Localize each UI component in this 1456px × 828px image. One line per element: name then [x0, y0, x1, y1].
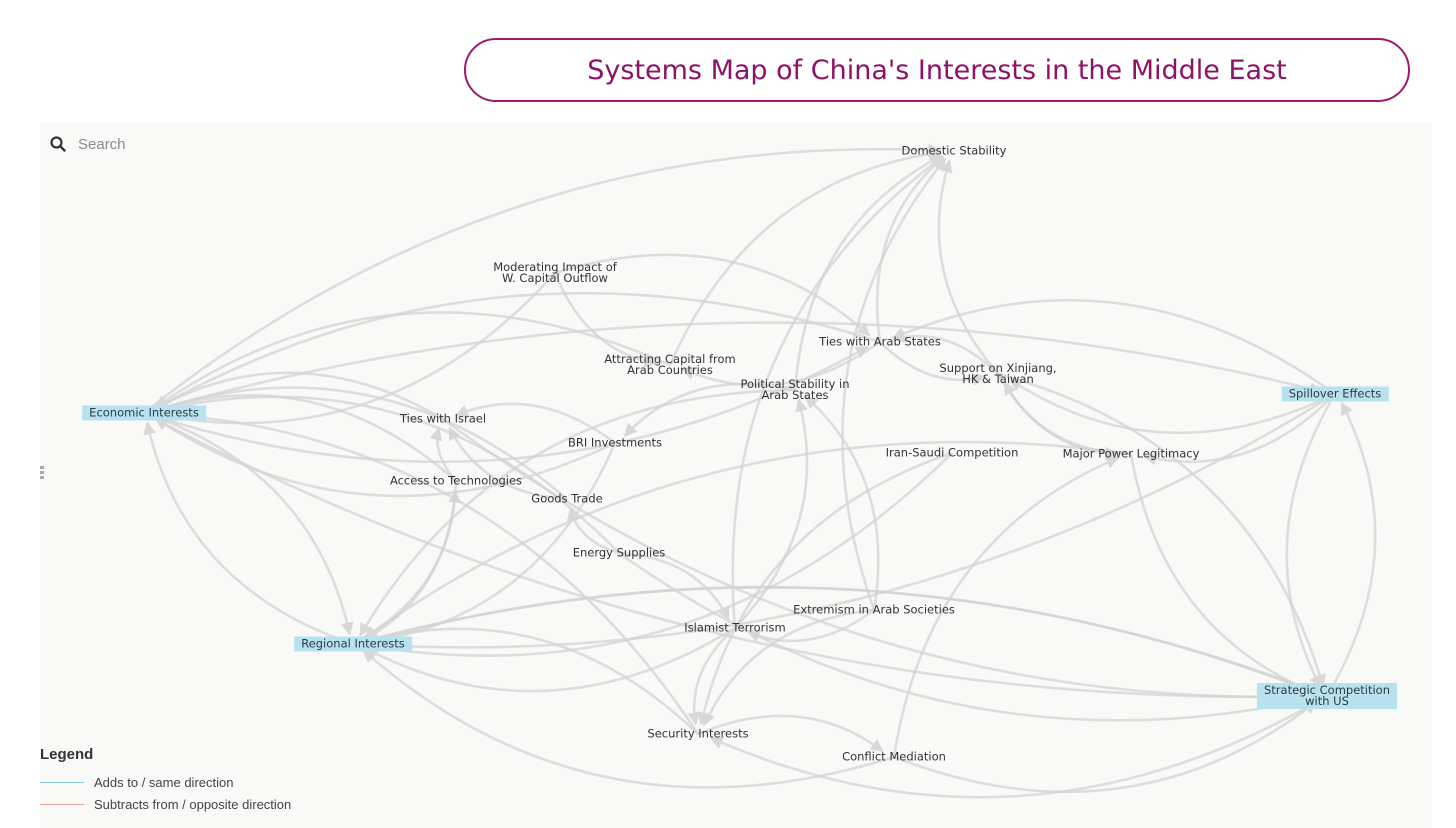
- legend-label-subtracts: Subtracts from / opposite direction: [94, 796, 292, 812]
- edge-strategic-to-security: [709, 694, 1328, 799]
- edge-energy-to-terror: [618, 551, 730, 621]
- edge-mediation-to-regional: [362, 649, 895, 789]
- edge-spillover-to-majorpower: [1143, 393, 1336, 466]
- edge-economic-to-regional: [143, 411, 354, 636]
- node-tiesarab[interactable]: Ties with Arab States: [819, 334, 941, 349]
- node-domestic[interactable]: Domestic Stability: [901, 143, 1007, 158]
- edge-economic-to-strategic: [143, 411, 1315, 703]
- node-strategic[interactable]: Strategic Competition with US: [1256, 683, 1398, 709]
- node-attracting[interactable]: Attracting Capital from Arab Countries: [604, 352, 736, 377]
- page-title: Systems Map of China's Interests in the …: [587, 54, 1287, 86]
- edge-extremism-to-polstab: [804, 395, 880, 611]
- edge-terror-to-security: [687, 627, 736, 726]
- legend-item-subtracts: Subtracts from / opposite direction: [40, 793, 291, 815]
- edge-economic-to-domestic: [143, 143, 942, 415]
- search-icon: [50, 136, 66, 152]
- node-economic[interactable]: Economic Interests: [82, 405, 206, 421]
- edge-tiesarab-to-domestic: [875, 156, 945, 343]
- edge-bri-to-israel: [454, 402, 616, 445]
- legend-line-adds: [40, 781, 84, 783]
- edge-spillover-to-regional: [365, 392, 1336, 652]
- edge-strategic-to-spillover: [1325, 401, 1377, 697]
- node-mediation[interactable]: Conflict Mediation: [842, 749, 946, 764]
- node-goods[interactable]: Goods Trade: [531, 491, 603, 506]
- edges-layer: [143, 143, 1377, 799]
- edge-moderating-to-tiesarab: [554, 253, 871, 337]
- edge-tiesarab-to-economic: [155, 291, 881, 410]
- node-energy[interactable]: Energy Supplies: [572, 545, 666, 560]
- legend-item-adds: Adds to / same direction: [40, 771, 291, 793]
- edge-israel-to-economic: [155, 371, 444, 421]
- edge-regional-to-economic: [143, 421, 354, 646]
- node-majorpower[interactable]: Major Power Legitimacy: [1062, 446, 1200, 461]
- edge-tech-to-regional: [364, 480, 458, 641]
- node-regional[interactable]: Regional Interests: [294, 636, 412, 652]
- edge-polstab-to-bri: [623, 382, 796, 437]
- search-input[interactable]: [76, 134, 280, 154]
- title-banner: Systems Map of China's Interests in the …: [464, 38, 1410, 102]
- edge-polstab-to-regional: [359, 388, 796, 637]
- edge-goods-to-economic: [156, 386, 568, 500]
- search-bar[interactable]: [50, 133, 280, 155]
- edge-economic-to-spillover: [143, 321, 1323, 415]
- edge-tech-to-israel: [429, 427, 457, 482]
- edge-spillover-to-tiesarab: [891, 298, 1336, 396]
- edge-moderating-to-attracting: [553, 272, 658, 368]
- edge-energy-to-strategic: [618, 551, 1315, 722]
- edge-bri-to-economic: [154, 417, 616, 498]
- edge-tiesarab-to-attracting: [681, 340, 881, 387]
- drag-handle[interactable]: [40, 466, 44, 481]
- edge-strategic-to-regional: [365, 585, 1328, 698]
- node-extremism[interactable]: Extremism in Arab Societies: [793, 602, 955, 617]
- edge-tiesarab-to-support: [879, 341, 986, 386]
- edge-spillover-to-strategic: [1285, 393, 1337, 689]
- node-tech[interactable]: Access to Technologies: [389, 473, 523, 488]
- legend: Legend Adds to / same direction Subtract…: [40, 746, 291, 815]
- edge-security-to-economic: [156, 407, 700, 735]
- edge-iransaudi-to-regional: [365, 452, 953, 657]
- node-terror[interactable]: Islamist Terrorism: [684, 620, 786, 635]
- edge-mediation-to-majorpower: [892, 456, 1120, 758]
- edge-economic-to-tiesarab: [143, 345, 869, 464]
- edge-extremism-to-security: [702, 608, 875, 727]
- edge-terror-to-polstab: [734, 398, 809, 629]
- edge-polstab-to-domestic: [793, 154, 943, 391]
- edge-security-to-regional: [365, 627, 699, 735]
- edge-tech-to-economic: [156, 394, 457, 482]
- node-polstab[interactable]: Political Stability in Arab States: [740, 377, 850, 402]
- node-spillover[interactable]: Spillover Effects: [1281, 386, 1389, 402]
- edge-support-to-strategic: [997, 372, 1327, 688]
- legend-label-adds: Adds to / same direction: [94, 774, 234, 790]
- node-israel[interactable]: Ties with Israel: [399, 411, 487, 426]
- edge-energy-to-goods: [566, 507, 620, 555]
- edge-terror-to-regional: [364, 626, 736, 693]
- edge-spillover-to-support: [1008, 378, 1336, 435]
- edge-majorpower-to-regional: [363, 440, 1132, 640]
- legend-line-subtracts: [40, 803, 84, 805]
- edge-israel-to-strategic: [442, 417, 1315, 704]
- edge-moderating-to-economic: [156, 272, 556, 425]
- edge-terror-to-domestic: [731, 155, 944, 629]
- legend-title: Legend: [40, 746, 94, 763]
- edge-energy-to-economic: [156, 395, 620, 554]
- edge-security-to-mediation: [697, 714, 884, 753]
- node-iransaudi[interactable]: Iran-Saudi Competition: [885, 445, 1019, 460]
- node-security[interactable]: Security Interests: [647, 726, 749, 741]
- node-bri[interactable]: BRI Investments: [567, 435, 663, 450]
- edge-extremism-to-domestic: [841, 157, 947, 611]
- edge-mediation-to-strategic: [893, 701, 1317, 794]
- edge-majorpower-to-strategic: [1129, 453, 1316, 694]
- edge-support-to-domestic: [937, 159, 999, 375]
- edge-attracting-to-domestic: [668, 147, 942, 366]
- node-support[interactable]: Support on Xinjiang, HK & Taiwan: [939, 361, 1057, 386]
- node-moderating[interactable]: Moderating Impact of W. Capital Outflow: [493, 260, 617, 285]
- edge-goods-to-israel: [448, 426, 568, 501]
